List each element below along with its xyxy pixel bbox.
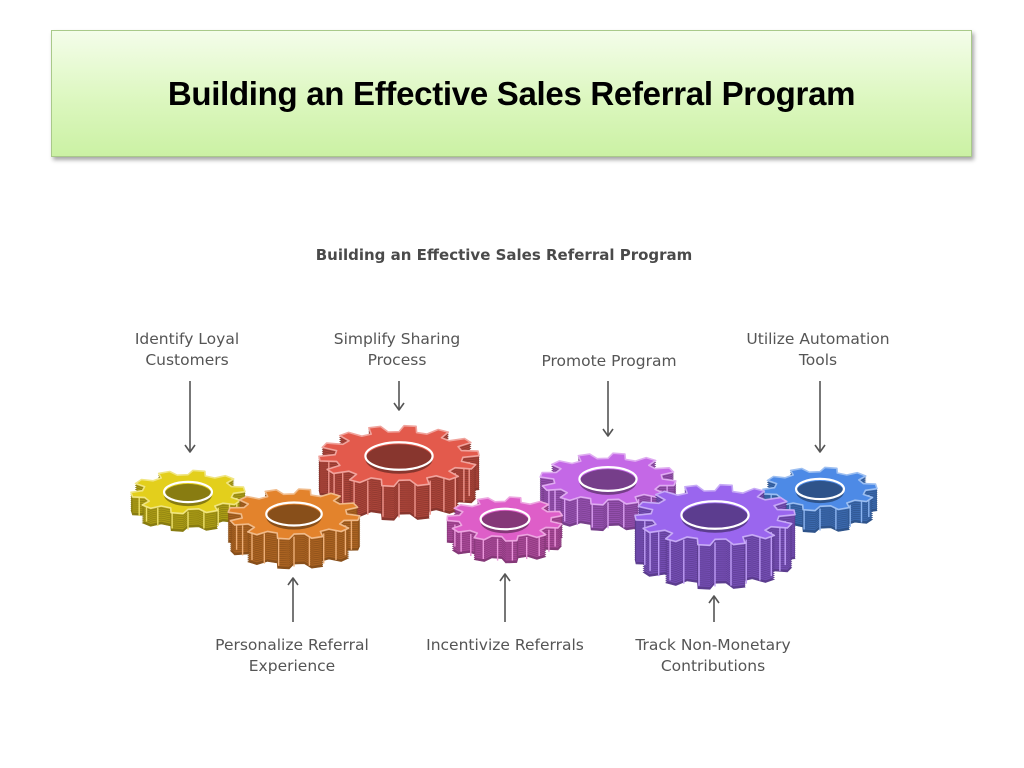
step-label-line: Personalize Referral (215, 636, 369, 654)
arrow-up-icon (287, 577, 299, 622)
arrow-up-icon (708, 595, 720, 622)
gear-icon (130, 469, 246, 532)
arrow-down-icon (393, 381, 405, 411)
step-label-line: Incentivize Referrals (426, 636, 584, 654)
step-label-line: Process (368, 351, 427, 369)
arrow-down-icon (814, 381, 826, 453)
step-label-line: Tools (798, 351, 837, 369)
slide-title: Building an Effective Sales Referral Pro… (167, 74, 856, 112)
gear-icon (446, 496, 564, 564)
gear-icon (634, 483, 796, 590)
title-banner: Building an Effective Sales Referral Pro… (51, 30, 972, 157)
arrow-down-icon (184, 381, 196, 453)
gear-icon (762, 466, 878, 533)
gears-group (130, 424, 878, 590)
diagram-title: Building an Effective Sales Referral Pro… (316, 246, 693, 264)
step-label-line: Promote Program (541, 352, 676, 370)
step-label-line: Customers (145, 351, 228, 369)
arrow-up-icon (499, 573, 511, 622)
gear-icon (227, 488, 361, 570)
step-label-line: Utilize Automation (746, 330, 889, 348)
gear-icon (318, 424, 480, 521)
step-label-line: Experience (249, 657, 335, 675)
step-label-line: Simplify Sharing (334, 330, 460, 348)
step-label-line: Contributions (661, 657, 765, 675)
step-label-line: Track Non-Monetary (634, 636, 790, 654)
step-label-incentivize: Incentivize Referrals (426, 636, 584, 654)
step-label-line: Identify Loyal (135, 330, 239, 348)
step-label-promote: Promote Program (541, 352, 676, 370)
arrow-down-icon (602, 381, 614, 437)
arrows-group (184, 381, 826, 622)
